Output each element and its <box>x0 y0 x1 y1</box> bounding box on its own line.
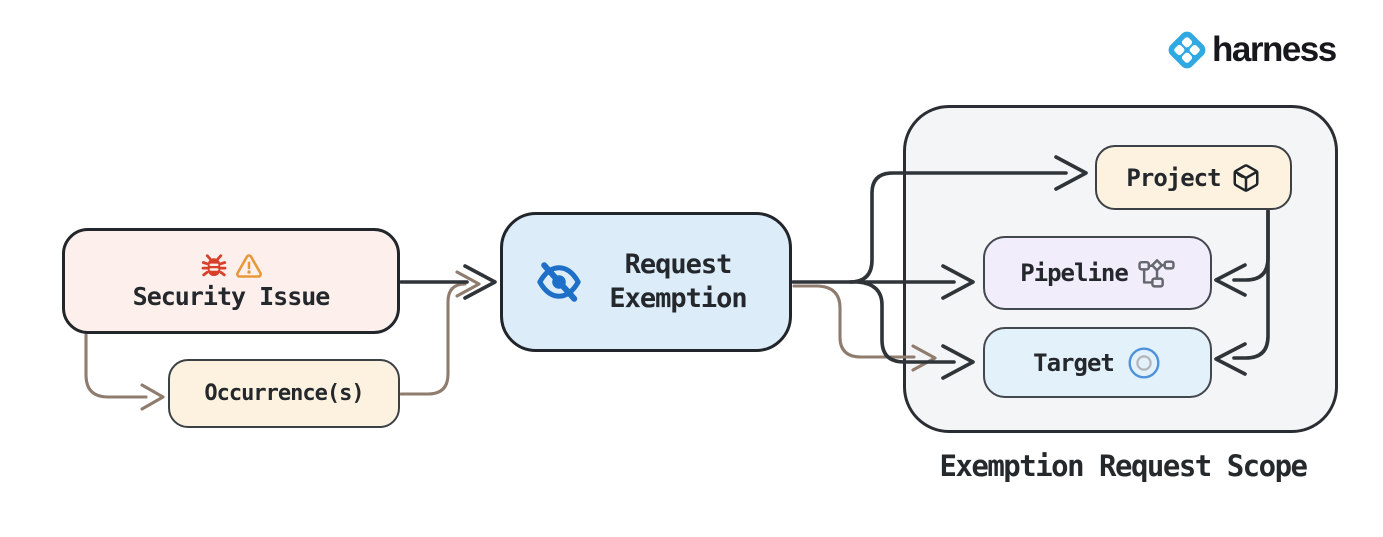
edge-project-to-target <box>1214 209 1270 376</box>
warning-icon <box>235 252 263 280</box>
node-request-exemption: Request Exemption <box>500 212 792 352</box>
occurrences-label: Occurrence(s) <box>204 381 364 406</box>
edge-security-to-request <box>399 264 497 300</box>
eye-off-icon <box>535 258 583 306</box>
scope-caption: Exemption Request Scope <box>939 449 1308 483</box>
edge-occurrences-to-request <box>399 270 481 396</box>
edge-request-to-pipeline <box>791 264 975 300</box>
harness-logo: harness <box>1164 27 1337 73</box>
target-label: Target <box>1033 348 1115 377</box>
workflow-icon <box>1138 258 1175 288</box>
target-icon <box>1126 345 1162 381</box>
edge-security-to-occurrences <box>84 333 165 411</box>
edge-occurrences-to-target <box>792 284 937 372</box>
node-project: Project <box>1095 145 1292 210</box>
node-occurrences: Occurrence(s) <box>168 359 400 428</box>
security-issue-label: Security Issue <box>132 281 331 311</box>
edge-request-to-target <box>856 280 975 380</box>
request-exemption-label: Request Exemption <box>609 249 747 314</box>
bug-icon <box>200 252 228 280</box>
node-pipeline: Pipeline <box>983 236 1212 310</box>
project-label: Project <box>1126 163 1221 192</box>
node-target: Target <box>983 327 1212 398</box>
edge-request-to-project <box>848 155 1088 284</box>
harness-icon <box>1164 27 1210 73</box>
edge-project-to-pipeline <box>1214 209 1270 297</box>
pipeline-label: Pipeline <box>1020 259 1129 287</box>
harness-wordmark: harness <box>1212 30 1337 69</box>
security-issue-icons <box>200 252 263 280</box>
package-icon <box>1231 163 1261 193</box>
node-security-issue: Security Issue <box>62 228 400 334</box>
